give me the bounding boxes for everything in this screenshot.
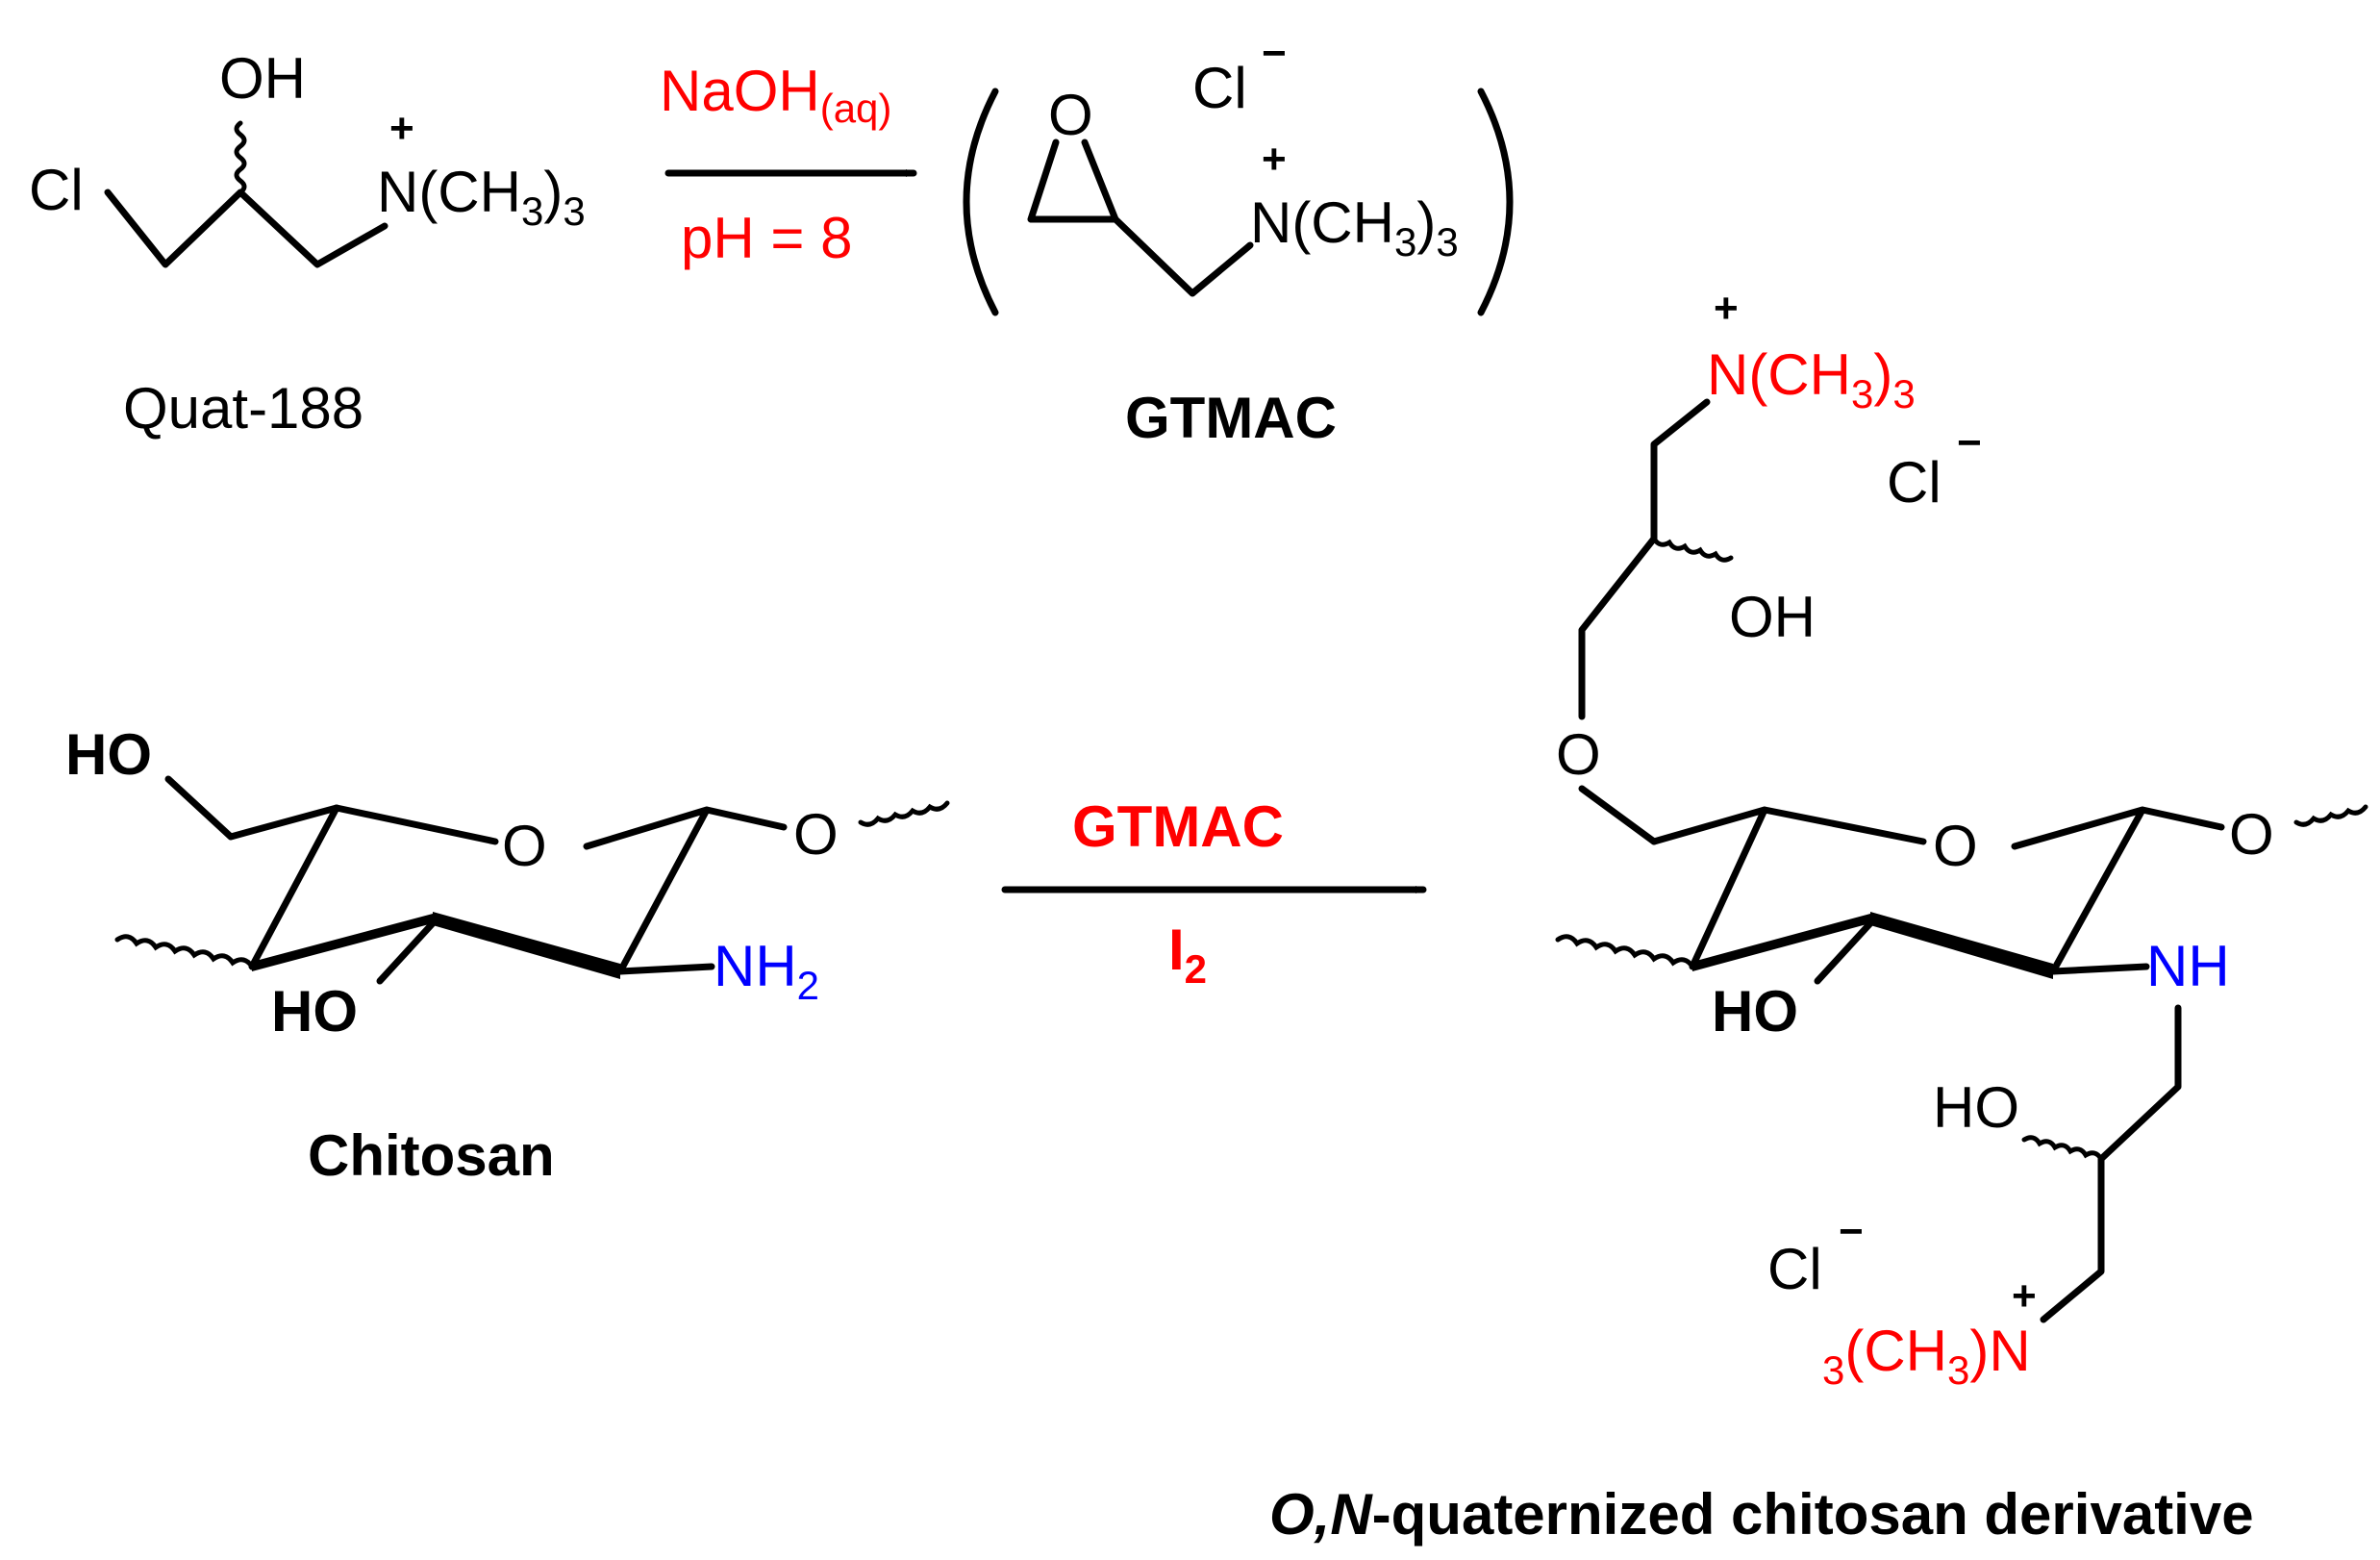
product-top-chloride-charge: − [1957,419,1982,466]
product-ring-ho-label: HO [1712,979,1798,1044]
quat-188-stereo-wavy-bond [234,120,247,195]
chitosan-front-bond-left [252,914,433,971]
reaction-1-base-label: NaOH(aq) [660,59,891,131]
product-top-oh-wavy-bond [1651,536,1734,563]
product-hydroxyl-bond [1814,919,1874,985]
chitosan-ho-top-label: HO [65,722,152,787]
product-top-chloride-label: Cl [1887,450,1942,515]
reaction-2-reagent-label: GTMAC [1072,794,1284,859]
product-ring-o-label: O [1933,814,1978,878]
quat-188-structure: Cl OH N(CH3)3 + Quat-188 [29,46,586,440]
product-side-ho-label: HO [1933,1075,2019,1140]
chitosan-c6-bonds [164,775,340,841]
product-bottom-side-chain [2040,1004,2182,1323]
chitosan-amine-label: NH2 [714,934,819,1008]
chitosan-wavy-right [858,800,950,827]
gtmac-ammonium-label: N(CH3)3 [1250,190,1459,264]
quat-188-positive-charge: + [389,105,414,152]
quat-188-backbone [104,189,388,268]
product-front-bond-left [1692,914,1870,971]
quat-188-cl-label: Cl [29,158,84,222]
product-ether-o-label: O [1556,722,1601,787]
gtmac-chloride-label: Cl [1192,56,1247,120]
chitosan-hydroxyl-bond [376,919,437,985]
gtmac-left-bracket [963,88,999,316]
chitosan-front-bond-right [433,912,620,979]
product-amine-bond [2049,963,2150,975]
product-front-bond-right [1870,912,2053,979]
product-top-side-chain [1578,398,1711,720]
quat-188-ammonium-label: N(CH3)3 [377,160,586,234]
chitosan-ho-bottom-label: HO [271,979,358,1044]
product-ring-bonds [1650,806,2225,975]
product-amine-nh-label: NH [2146,934,2230,998]
quat-188-name: Quat-188 [123,376,363,440]
product-top-oh-label: OH [1729,585,1816,649]
chitosan-glycosidic-o-label: O [793,802,839,867]
quaternized-chitosan-structure: N(CH3)3 + Cl − OH O O O HO NH HO Cl − 3(… [1269,285,2368,1547]
product-wavy-right [2293,804,2368,827]
product-top-positive-charge: + [1714,285,1739,332]
gtmac-name: GTMAC [1125,386,1337,450]
gtmac-right-bracket [1477,88,1514,316]
chitosan-wavy-left [114,934,255,969]
gtmac-chloride-charge: − [1262,30,1287,77]
product-glycosidic-o-label: O [2229,802,2274,867]
gtmac-side-chain [1112,215,1254,297]
reaction-1-arrow-group: NaOH(aq) pH = 8 [660,59,917,270]
gtmac-epoxide-o-label: O [1048,83,1093,147]
product-bottom-ho-wavy-bond [2021,1135,2104,1162]
product-top-ammonium-label: N(CH3)3 [1707,342,1916,416]
product-bottom-positive-charge: + [2012,1272,2037,1320]
chitosan-name: Chitosan [308,1123,555,1188]
product-bottom-ammonium-label: 3(CH3)N [1822,1319,2031,1393]
product-ether-bond [1578,785,1658,845]
product-bottom-chloride-label: Cl [1767,1237,1822,1301]
reaction-2-catalyst-label: I2 [1168,918,1207,992]
product-bottom-chloride-charge: − [1839,1208,1864,1255]
gtmac-positive-charge: + [1262,136,1287,183]
gtmac-epoxide-ring [1027,138,1119,223]
reaction-2-arrow-group: GTMAC I2 [1001,794,1427,992]
quat-188-oh-label: OH [219,46,306,111]
chitosan-amine-bond [616,963,715,975]
chitosan-ring-o-label: O [502,814,547,878]
reaction-1-ph-label: pH = 8 [681,206,852,270]
gtmac-structure: O N(CH3)3 + Cl − GTMAC [963,30,1514,450]
product-name: O,N-quaternized chitosan derivative [1269,1482,2254,1547]
product-wavy-left [1555,934,1695,969]
chitosan-structure: HO O O HO NH2 Chitosan [65,722,950,1188]
